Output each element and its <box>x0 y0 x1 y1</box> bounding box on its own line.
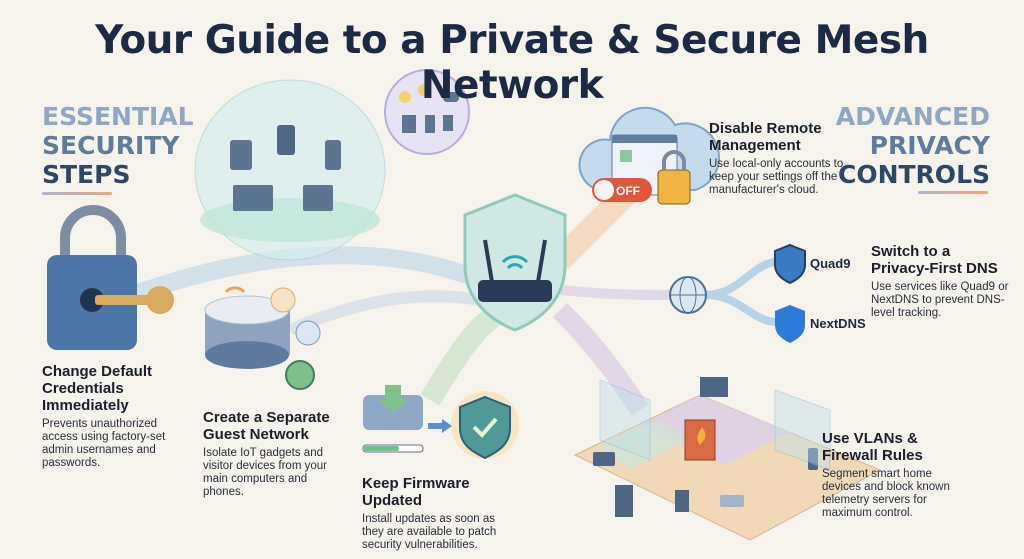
divider <box>918 191 988 194</box>
heading-line: CONTROLS <box>837 160 990 189</box>
vlan-platform <box>573 377 882 541</box>
globe-icon <box>669 276 707 314</box>
quad9-shield-icon <box>774 243 806 285</box>
page-title: Your Guide to a Private & Secure Mesh Ne… <box>95 18 929 108</box>
firmware-update-icon <box>362 385 519 460</box>
heading-line: ESSENTIAL <box>42 102 194 131</box>
step-description: Prevents unauthorized access using facto… <box>42 418 166 469</box>
flow-ribbon-firmware <box>420 299 510 406</box>
heading-line: STEPS <box>42 160 131 189</box>
nextdns-label: NextDNS <box>810 316 866 331</box>
step-description: Install updates as soon as they are avai… <box>362 513 497 551</box>
cloud-management-icon <box>578 106 720 205</box>
firmware-progress-fill <box>364 446 399 451</box>
step-guest-network: Create a Separate Guest Network Isolate … <box>203 409 338 499</box>
flow-ribbon-dns <box>559 285 681 300</box>
main-devices-bubble <box>194 79 386 261</box>
essential-security-heading: ESSENTIAL SECURITY STEPS <box>42 102 194 189</box>
off-toggle-label: OFF <box>616 184 640 198</box>
padlock-key-icon <box>47 205 174 350</box>
iot-devices-circle <box>384 69 470 155</box>
step-change-credentials: Change Default Credentials Immediately P… <box>42 363 182 470</box>
advanced-privacy-heading: ADVANCED PRIVACY CONTROLS <box>836 102 990 189</box>
step-heading: Create a Separate Guest Network <box>203 409 330 443</box>
heading-line: PRIVACY <box>869 131 990 160</box>
step-heading: Use VLANs & Firewall Rules <box>822 430 923 464</box>
step-vlans-firewall: Use VLANs & Firewall Rules Segment smart… <box>822 430 972 520</box>
step-heading: Switch to a Privacy-First DNS <box>871 243 998 277</box>
step-description: Segment smart home devices and block kno… <box>822 468 950 519</box>
step-remote-management: Disable Remote Management Use local-only… <box>709 120 849 197</box>
quad9-label: Quad9 <box>810 256 851 271</box>
flow-ribbon-guest <box>287 290 481 336</box>
nextdns-shield-icon <box>775 305 805 343</box>
guest-router-icon <box>204 286 321 390</box>
step-firmware: Keep Firmware Updated Install updates as… <box>362 475 502 552</box>
step-heading: Change Default Credentials Immediately <box>42 363 153 414</box>
flow-ribbon-vlan <box>552 302 649 416</box>
heading-line: SECURITY <box>42 131 180 160</box>
step-description: Use services like Quad9 or NextDNS to pr… <box>871 281 1009 319</box>
heading-line: ADVANCED <box>835 102 990 131</box>
router-shield-icon <box>463 193 567 332</box>
step-privacy-dns: Switch to a Privacy-First DNS Use servic… <box>871 243 1011 320</box>
step-description: Use local-only accounts to keep your set… <box>709 158 844 196</box>
step-description: Isolate IoT gadgets and visitor devices … <box>203 447 327 498</box>
step-heading: Keep Firmware Updated <box>362 475 470 509</box>
divider <box>42 192 112 195</box>
step-heading: Disable Remote Management <box>709 120 822 154</box>
